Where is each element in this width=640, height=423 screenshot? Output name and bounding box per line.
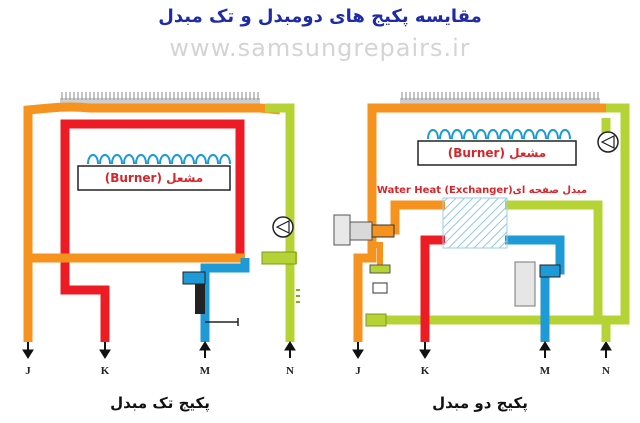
down-arrow-icon — [352, 342, 431, 359]
single-hot-water-pipe — [60, 119, 245, 342]
double-port-k: K — [421, 365, 430, 377]
single-burner-label: مشعل (Burner) — [105, 171, 204, 185]
pump-icon — [272, 216, 294, 238]
double-port-n: N — [602, 365, 610, 377]
flow-sensor-icon — [514, 261, 561, 307]
double-hot-water-pipe — [420, 235, 445, 342]
single-port-n: N — [286, 365, 294, 377]
exchanger-label: مبدل صفحه ای(Water Heat (Exchanger — [377, 185, 587, 196]
single-cold-water-pipe — [200, 258, 250, 342]
single-port-k: K — [101, 365, 110, 377]
pump-icon — [597, 131, 619, 153]
up-arrow-icon — [539, 341, 612, 358]
double-exchanger-diagram: مبدل صفحه ای(Water Heat (Exchanger مشعل … — [333, 92, 630, 413]
single-exchanger-diagram: مشعل (Burner) — [22, 92, 300, 413]
double-port-m: M — [540, 365, 551, 377]
double-supply-pipe — [353, 103, 620, 342]
single-port-m: M — [200, 365, 211, 377]
flame-icon — [87, 154, 231, 165]
double-return-pipe — [380, 103, 630, 325]
single-heat-fins — [60, 92, 260, 104]
flame-icon — [427, 129, 571, 140]
down-arrow-icon — [22, 342, 111, 359]
page-title: مقایسه پکیج های دومبدل و تک مبدل — [158, 6, 482, 27]
valve-icon — [182, 271, 239, 326]
single-burner-box — [77, 165, 231, 191]
single-caption: پکیج تک مبدل — [110, 394, 210, 413]
double-burner-box — [417, 140, 577, 166]
plate-heat-exchanger — [442, 197, 508, 249]
valve-icon — [333, 214, 395, 294]
watermark: www.samsungrepairs.ir — [169, 34, 471, 62]
double-port-j: J — [355, 365, 361, 377]
single-supply-pipe — [23, 102, 281, 342]
double-caption: پکیج دو مبدل — [432, 394, 528, 413]
double-secondary-return — [505, 200, 603, 320]
double-burner-label: مشعل (Burner) — [448, 146, 547, 160]
single-port-j: J — [25, 365, 31, 377]
up-arrow-icon — [199, 341, 296, 358]
